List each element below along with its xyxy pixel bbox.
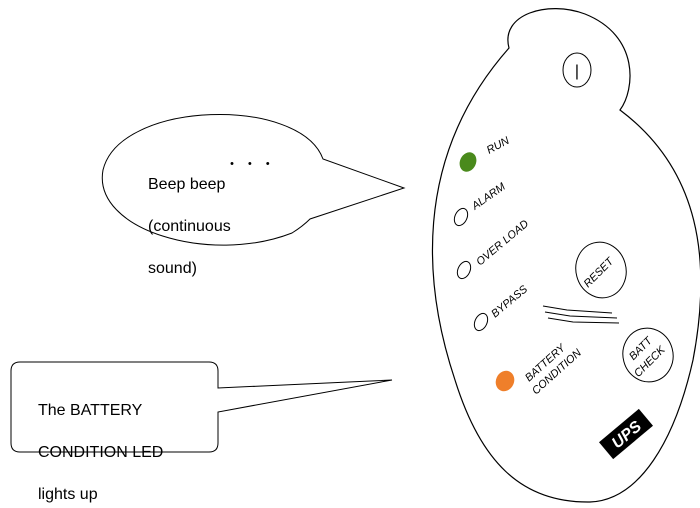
bypass-led <box>473 312 489 332</box>
beep-dots: ・ ・ ・ <box>225 156 275 172</box>
battery-condition-led <box>495 370 515 392</box>
batt-check-button[interactable]: BATT CHECK <box>617 322 679 387</box>
power-symbol-icon: | <box>575 63 579 80</box>
battery-line-1: The BATTERY <box>38 402 143 419</box>
beep-line-3: sound) <box>148 260 197 277</box>
battery-line-3: lights up <box>38 486 98 503</box>
battery-callout-text: The BATTERY CONDITION LED lights up <box>38 379 213 505</box>
power-button[interactable]: | <box>562 52 592 88</box>
battery-line-2: CONDITION LED <box>38 444 164 461</box>
reset-button[interactable]: RESET <box>570 236 633 303</box>
battery-callout-box <box>10 361 393 453</box>
panel-decorative-lines <box>542 305 620 324</box>
alarm-led <box>453 207 469 227</box>
run-led <box>459 152 477 172</box>
beep-line-2: (continuous <box>148 218 231 235</box>
ups-panel-outline <box>431 8 700 503</box>
beep-line-1: Beep beep <box>148 176 226 193</box>
beep-callout-text: Beep beep (continuous sound) <box>148 153 318 279</box>
overload-led <box>456 260 472 280</box>
beep-speech-bubble <box>101 114 406 246</box>
